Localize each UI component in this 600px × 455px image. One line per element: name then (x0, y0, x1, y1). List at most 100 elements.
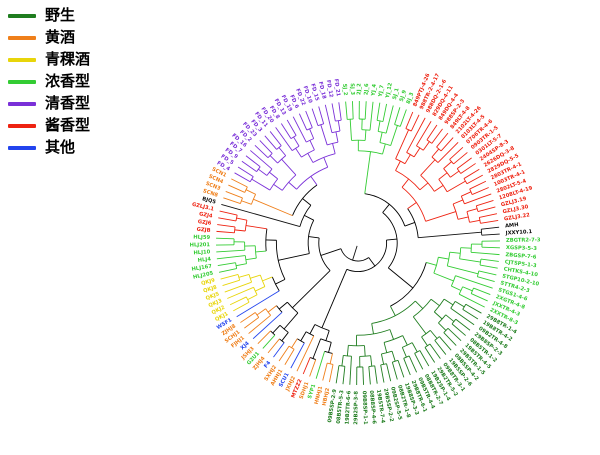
branch (469, 180, 487, 190)
branch (320, 124, 328, 146)
legend-color-swatch (8, 123, 36, 128)
branch (382, 203, 390, 213)
branch (236, 217, 248, 221)
branch (461, 191, 472, 197)
branch (273, 183, 283, 191)
branch (469, 219, 480, 223)
branch (223, 197, 241, 205)
branch (422, 141, 430, 151)
branch (296, 335, 315, 372)
branch-arc (235, 215, 238, 222)
branch (369, 101, 374, 131)
branch-arc (371, 300, 416, 324)
leaf-label: SDHJ1 (299, 381, 311, 400)
branch-arc (235, 262, 238, 269)
branch (454, 301, 465, 308)
branch (430, 298, 440, 307)
branch (406, 117, 426, 153)
leaf-label: 2J_6 (364, 83, 371, 95)
branch (455, 318, 471, 331)
branch (352, 101, 354, 120)
branch (298, 113, 308, 131)
branch-arc (306, 138, 314, 143)
branch-arc (259, 274, 266, 287)
branch (251, 178, 271, 191)
leaf-label: HLJ59 (193, 234, 210, 241)
branch-arc (288, 345, 295, 350)
branch-arc (480, 229, 483, 236)
branch-arc (346, 240, 388, 273)
branch (311, 108, 319, 126)
branch (267, 305, 277, 313)
branch (376, 102, 381, 121)
branch (220, 274, 239, 280)
branch (218, 268, 237, 273)
leaf-label: XGSP3-5-3 (506, 245, 538, 252)
legend-color-swatch (8, 13, 36, 18)
branch (335, 365, 340, 384)
branch (229, 296, 247, 306)
legend-item-label: 浓香型 (45, 72, 91, 90)
branch-arc (256, 166, 261, 172)
branch-arc (276, 145, 282, 150)
branch-arc (265, 308, 271, 316)
branch (255, 286, 266, 292)
branch-arc (297, 338, 305, 344)
branch (259, 140, 273, 154)
branch (473, 287, 491, 296)
branch (431, 128, 443, 144)
branch (245, 257, 257, 261)
branch (237, 166, 254, 177)
branch (281, 158, 297, 176)
branch (477, 206, 496, 212)
branch (405, 111, 414, 129)
branch (254, 144, 269, 159)
branch (221, 203, 300, 228)
legend-item-label: 黄酒 (45, 28, 76, 46)
branch (434, 340, 447, 355)
branch (407, 202, 417, 209)
leaf-label: SYP1 (307, 383, 317, 399)
branch (280, 123, 292, 139)
leaf-label: CJTSP5-1-3 (504, 259, 537, 269)
branch-arc (433, 298, 445, 313)
branch (341, 355, 344, 367)
branch (233, 301, 250, 312)
branch (264, 135, 277, 150)
branch (386, 363, 392, 382)
branch (248, 314, 271, 334)
branch (272, 325, 281, 334)
branch (389, 329, 394, 340)
branch (479, 264, 498, 269)
branch (292, 116, 307, 143)
branch (250, 274, 261, 279)
branch-arc (253, 287, 258, 295)
branch (269, 155, 278, 164)
leaf-label: XJ4 (240, 340, 251, 351)
branch (443, 161, 452, 169)
branch (439, 336, 452, 351)
branch (402, 335, 408, 346)
branch (434, 185, 444, 192)
branch (410, 114, 420, 132)
branch (273, 342, 285, 358)
leaf-label: SJ_3 (349, 83, 355, 95)
branch (262, 334, 276, 349)
branch (236, 290, 280, 318)
legend-item-label: 野生 (45, 6, 76, 24)
branch (455, 275, 493, 289)
branch (302, 198, 312, 206)
branch (307, 153, 314, 163)
legend-item-nongxiang: 浓香型 (8, 74, 90, 89)
branch-arc (307, 220, 315, 254)
leaf-label: HNHJ1 (314, 385, 325, 405)
leaf-label: QKJ8 (203, 284, 218, 294)
legend-item-qingxiang: 清香型 (8, 96, 90, 111)
branch (466, 208, 478, 213)
branch (438, 172, 448, 180)
branch (397, 360, 405, 378)
branch (419, 350, 430, 367)
branch (478, 270, 497, 276)
leaf-label: JXXY10.1 (505, 229, 533, 237)
